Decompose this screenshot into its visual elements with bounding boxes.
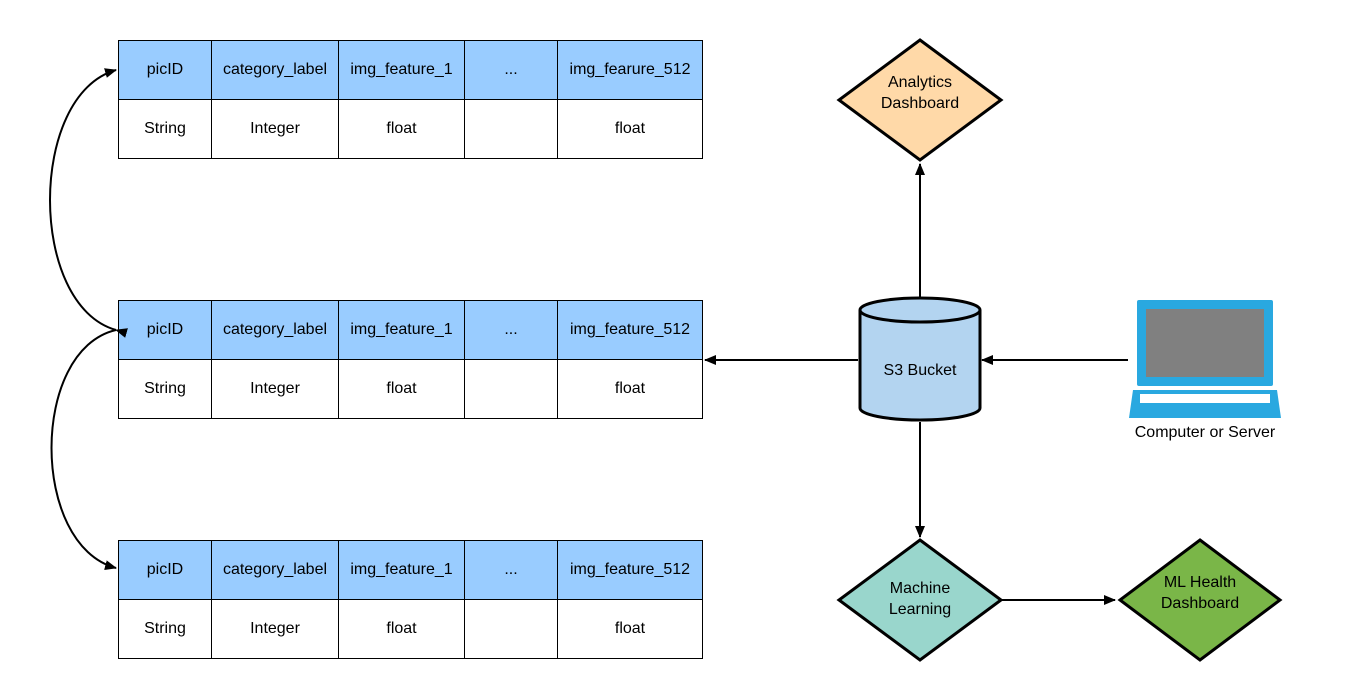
type-cell: String: [118, 99, 212, 159]
type-cell: Integer: [211, 359, 339, 419]
table-type-row: String Integer float float: [118, 99, 703, 159]
table-type-row: String Integer float float: [118, 359, 703, 419]
ml-label-line2: Learning: [889, 601, 951, 618]
column-header: img_feature_1: [338, 540, 465, 600]
type-cell: [464, 99, 558, 159]
analytics-label-line1: Analytics: [888, 74, 952, 91]
column-header: img_feature_512: [557, 300, 703, 360]
ml-label-line1: Machine: [890, 580, 951, 597]
type-cell: float: [338, 99, 465, 159]
table-1-2-connector: [49, 68, 128, 338]
column-header: category_label: [211, 300, 339, 360]
column-header: img_feature_512: [557, 540, 703, 600]
table-header-row: picID category_label img_feature_1 ... i…: [118, 40, 703, 100]
type-cell: float: [338, 359, 465, 419]
column-header: category_label: [211, 540, 339, 600]
column-header: ...: [464, 540, 558, 600]
type-cell: Integer: [211, 599, 339, 659]
s3-bucket-node: S3 Bucket: [858, 296, 982, 422]
table-type-row: String Integer float float: [118, 599, 703, 659]
column-header: ...: [464, 40, 558, 100]
type-cell: String: [118, 599, 212, 659]
ml-health-label-line2: Dashboard: [1161, 595, 1239, 612]
ml-health-dashboard-node: ML Health Dashboard: [1117, 538, 1283, 662]
column-header: picID: [118, 40, 212, 100]
schema-table-2: picID category_label img_feature_1 ... i…: [118, 300, 703, 419]
schema-table-3: picID category_label img_feature_1 ... i…: [118, 540, 703, 659]
schema-table-1: picID category_label img_feature_1 ... i…: [118, 40, 703, 159]
column-header: img_fearure_512: [557, 40, 703, 100]
s3-bucket-label: S3 Bucket: [884, 362, 957, 379]
computer-server-label: Computer or Server: [1134, 424, 1276, 441]
type-cell: String: [118, 359, 212, 419]
column-header: picID: [118, 300, 212, 360]
type-cell: float: [557, 99, 703, 159]
type-cell: float: [557, 359, 703, 419]
table-header-row: picID category_label img_feature_1 ... i…: [118, 540, 703, 600]
table-2-3-connector: [50, 329, 117, 570]
type-cell: float: [557, 599, 703, 659]
type-cell: float: [338, 599, 465, 659]
machine-learning-node: Machine Learning: [836, 538, 1004, 662]
column-header: picID: [118, 540, 212, 600]
ml-health-label-line1: ML Health: [1164, 574, 1236, 591]
type-cell: [464, 599, 558, 659]
analytics-dashboard-node: Analytics Dashboard: [836, 38, 1004, 162]
analytics-label-line2: Dashboard: [881, 95, 959, 112]
laptop-icon: [1129, 300, 1281, 418]
type-cell: Integer: [211, 99, 339, 159]
column-header: img_feature_1: [338, 300, 465, 360]
type-cell: [464, 359, 558, 419]
